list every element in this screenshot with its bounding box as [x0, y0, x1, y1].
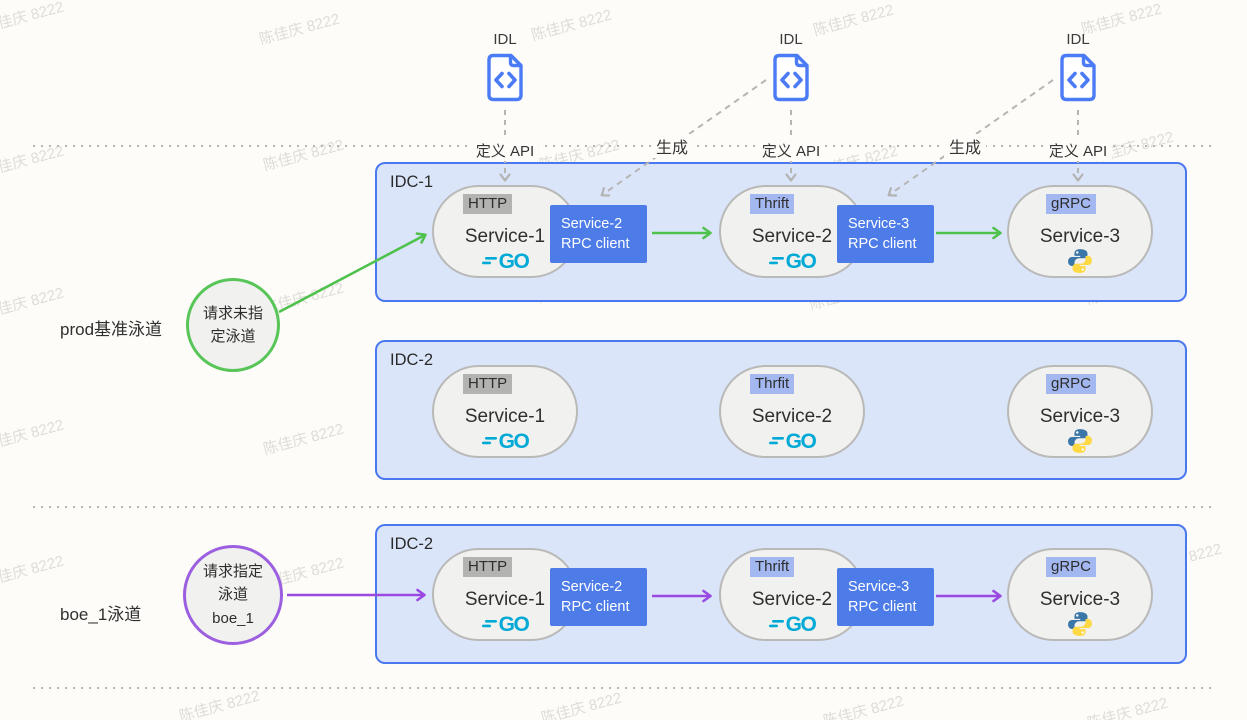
protocol-badge: Thrfit [750, 374, 795, 394]
idl-file-2: IDL [751, 31, 831, 107]
idc1-label: IDC-1 [390, 173, 434, 191]
define-api-label: 定义 API [1043, 140, 1113, 161]
python-logo [1068, 612, 1092, 636]
go-logo: GO [481, 251, 530, 272]
request-boe1-circle: 请求指定 泳道 boe_1 [183, 545, 283, 645]
service-3-node: gRPC Service-3 [1007, 185, 1153, 278]
lane-divider-middle [33, 506, 1215, 508]
watermark: 陈佳庆 8222 [539, 689, 624, 720]
watermark: 陈佳庆 8222 [0, 416, 66, 455]
idl-document-icon [486, 53, 523, 102]
go-logo: GO [768, 614, 817, 635]
service2-rpc-client: Service-2 RPC client [550, 205, 647, 263]
watermark: 陈佳庆 8222 [177, 687, 262, 720]
watermark: 陈佳庆 8222 [821, 692, 906, 720]
watermark: 陈佳庆 8222 [0, 284, 66, 323]
service-3-node: gRPC Service-3 [1007, 548, 1153, 641]
watermark: 陈佳庆 8222 [0, 552, 66, 591]
protocol-badge: HTTP [463, 557, 513, 577]
go-logo: GO [481, 614, 530, 635]
go-logo: GO [768, 431, 817, 452]
python-logo [1068, 249, 1092, 273]
idc2-prod-label: IDC-2 [390, 351, 434, 369]
lane-divider-top [33, 145, 1215, 147]
lane-divider-bottom [33, 687, 1215, 689]
generate-label: 生成 [650, 134, 694, 158]
idl-file-1: IDL [465, 31, 545, 107]
watermark: 陈佳庆 8222 [0, 0, 66, 37]
service3-rpc-client: Service-3 RPC client [837, 205, 934, 263]
service3-rpc-client: Service-3 RPC client [837, 568, 934, 626]
idl-document-icon [1059, 53, 1096, 102]
watermark: 陈佳庆 8222 [261, 136, 346, 175]
protocol-badge: HTTP [463, 194, 513, 214]
define-api-label: 定义 API [470, 140, 540, 161]
service-name: Service-3 [1039, 406, 1121, 427]
watermark: 陈佳庆 8222 [261, 420, 346, 459]
service-name: Service-1 [464, 226, 546, 247]
service-name: Service-2 [751, 589, 833, 610]
service-3-node: gRPC Service-3 [1007, 365, 1153, 458]
protocol-badge: gRPC [1046, 194, 1097, 214]
go-logo: GO [768, 251, 817, 272]
service-name: Service-2 [751, 226, 833, 247]
service-name: Service-2 [751, 406, 833, 427]
idl-label: IDL [1066, 31, 1090, 48]
boe1-lane-label: boe_1泳道 [60, 605, 142, 624]
service-name: Service-3 [1039, 589, 1121, 610]
service-2-node: Thrfit Service-2 GO [719, 365, 865, 458]
request-no-lane-circle: 请求未指 定泳道 [186, 278, 280, 372]
prod-lane-label: prod基准泳道 [60, 320, 163, 339]
protocol-badge: Thrift [750, 194, 795, 214]
go-logo: GO [481, 431, 530, 452]
protocol-badge: Thrift [750, 557, 795, 577]
service-name: Service-1 [464, 589, 546, 610]
idl-label: IDL [779, 31, 803, 48]
service-name: Service-3 [1039, 226, 1121, 247]
python-logo [1068, 429, 1092, 453]
idl-label: IDL [493, 31, 517, 48]
protocol-badge: gRPC [1046, 374, 1097, 394]
define-api-label: 定义 API [756, 140, 826, 161]
generate-label: 生成 [943, 134, 987, 158]
service2-rpc-client: Service-2 RPC client [550, 568, 647, 626]
idl-file-3: IDL [1038, 31, 1118, 107]
watermark: 陈佳庆 8222 [1085, 694, 1170, 720]
watermark: 陈佳庆 8222 [257, 10, 342, 49]
protocol-badge: HTTP [463, 374, 513, 394]
idc2-boe-label: IDC-2 [390, 535, 434, 553]
service-1-node: HTTP Service-1 GO [432, 365, 578, 458]
service-name: Service-1 [464, 406, 546, 427]
protocol-badge: gRPC [1046, 557, 1097, 577]
idl-document-icon [772, 53, 809, 102]
